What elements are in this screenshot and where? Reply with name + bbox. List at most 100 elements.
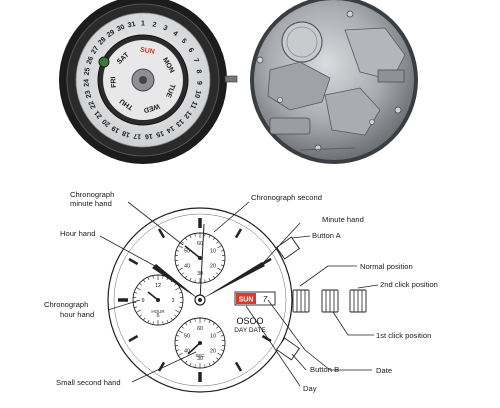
date-number: 2 bbox=[152, 21, 157, 29]
hour-marker bbox=[234, 361, 243, 372]
subdial-tick bbox=[208, 277, 211, 281]
subdial-tick bbox=[181, 326, 184, 329]
subdial-number: 40 bbox=[184, 349, 190, 355]
hour-marker bbox=[157, 228, 166, 239]
date-number: 21 bbox=[93, 109, 103, 120]
label-hour-hand: Hour hand bbox=[60, 229, 95, 238]
subdial-number: 30 bbox=[197, 356, 203, 362]
date-number: 9 bbox=[195, 81, 202, 85]
hour-marker bbox=[128, 334, 139, 343]
subdial-number: 40 bbox=[184, 264, 190, 270]
date-number: 26 bbox=[86, 56, 95, 66]
subdial-tick bbox=[178, 267, 183, 271]
window-caption: DAY DATE bbox=[234, 327, 266, 334]
label-first-click: 1st click position bbox=[376, 331, 431, 340]
date-number: 3 bbox=[162, 25, 168, 33]
subdial-tick bbox=[178, 245, 183, 249]
subdial-tick bbox=[136, 309, 141, 313]
subdial-tick bbox=[139, 283, 142, 286]
chrono-hour-hand-shape bbox=[147, 291, 159, 301]
date-number: 6 bbox=[187, 47, 195, 54]
subdial-tick bbox=[176, 264, 180, 266]
day-window-text: SUN bbox=[239, 297, 254, 304]
subdial-number: 12 bbox=[155, 283, 161, 289]
label-minute-hand: Minute hand bbox=[322, 215, 364, 224]
subdial-tick bbox=[178, 306, 182, 308]
subdial-number: 10 bbox=[210, 334, 216, 340]
subdial-tick bbox=[194, 364, 196, 368]
subdial-tick bbox=[147, 319, 150, 323]
subdial-tick bbox=[212, 360, 215, 364]
subdial-tick bbox=[217, 330, 222, 334]
subdial-tick bbox=[194, 279, 196, 283]
subdial-tick bbox=[152, 275, 154, 279]
day-name: WED bbox=[143, 102, 161, 113]
day-name: FRI bbox=[110, 76, 118, 88]
label-small-second-hand: Small second hand bbox=[56, 378, 121, 387]
subdial-tick bbox=[194, 318, 196, 322]
subdial-tick bbox=[189, 235, 192, 239]
subdial-tick bbox=[134, 292, 138, 294]
subdial-tick bbox=[185, 360, 188, 364]
subdial-tick bbox=[208, 362, 211, 366]
subdial-tick bbox=[212, 275, 215, 279]
date-number: 24 bbox=[83, 79, 90, 87]
subdial-tick bbox=[212, 237, 215, 241]
subdial-tick bbox=[176, 335, 180, 337]
date-number: 18 bbox=[121, 129, 131, 138]
date-number: 22 bbox=[88, 100, 98, 110]
subdial-tick bbox=[208, 235, 211, 239]
subdial-tick bbox=[139, 314, 142, 317]
subdial-sec-caption: SEC bbox=[195, 353, 205, 358]
subdial-tick bbox=[220, 349, 224, 351]
subdial-tick bbox=[175, 309, 180, 313]
subdial-number: 9 bbox=[141, 298, 144, 304]
subdial-number: 20 bbox=[210, 264, 216, 270]
chrono-minute-hand-shape bbox=[184, 245, 201, 259]
subdial-tick bbox=[178, 292, 182, 294]
day-window-bg bbox=[236, 293, 256, 304]
date-number: 28 bbox=[97, 36, 108, 47]
date-number: 1 bbox=[141, 21, 145, 28]
hour-marker bbox=[157, 361, 166, 372]
date-number: 16 bbox=[144, 132, 153, 140]
label-day: Day bbox=[303, 384, 317, 393]
small-second-hand-shape bbox=[187, 342, 201, 355]
subdial-tick bbox=[181, 272, 184, 275]
date-number: 12 bbox=[182, 109, 192, 120]
subdial-tick bbox=[216, 272, 219, 275]
date-number: 23 bbox=[84, 89, 93, 98]
date-number: 17 bbox=[133, 132, 142, 140]
subdial-tick bbox=[189, 362, 192, 366]
button-a-shape bbox=[275, 236, 301, 260]
minute-hand-shape bbox=[200, 262, 265, 300]
hour-hand-shape bbox=[152, 264, 200, 300]
subdial-tick bbox=[178, 330, 183, 334]
label-normal-position: Normal position bbox=[360, 262, 413, 271]
leader-lines bbox=[99, 201, 379, 387]
subdial-tick bbox=[204, 364, 206, 368]
subdial-tick bbox=[136, 287, 141, 291]
day-name: SUN bbox=[140, 47, 156, 56]
date-number: 20 bbox=[101, 117, 112, 127]
date-number: 10 bbox=[193, 89, 202, 98]
subdial-number: 60 bbox=[197, 326, 203, 332]
label-date: Date bbox=[376, 366, 392, 375]
date-number: 31 bbox=[127, 21, 136, 29]
date-number: 4 bbox=[171, 30, 178, 38]
date-number: 5 bbox=[180, 38, 188, 46]
subdial-number: 30 bbox=[197, 271, 203, 277]
subdial-tick bbox=[174, 314, 177, 317]
hour-marker bbox=[261, 257, 272, 266]
date-number: 13 bbox=[174, 117, 185, 127]
subdial-number: 50 bbox=[184, 334, 190, 340]
subdial-tick bbox=[216, 357, 219, 360]
label-chrono-second: Chronograph second bbox=[251, 193, 322, 202]
date-number: 7 bbox=[192, 58, 200, 64]
subdial-tick bbox=[216, 241, 219, 244]
